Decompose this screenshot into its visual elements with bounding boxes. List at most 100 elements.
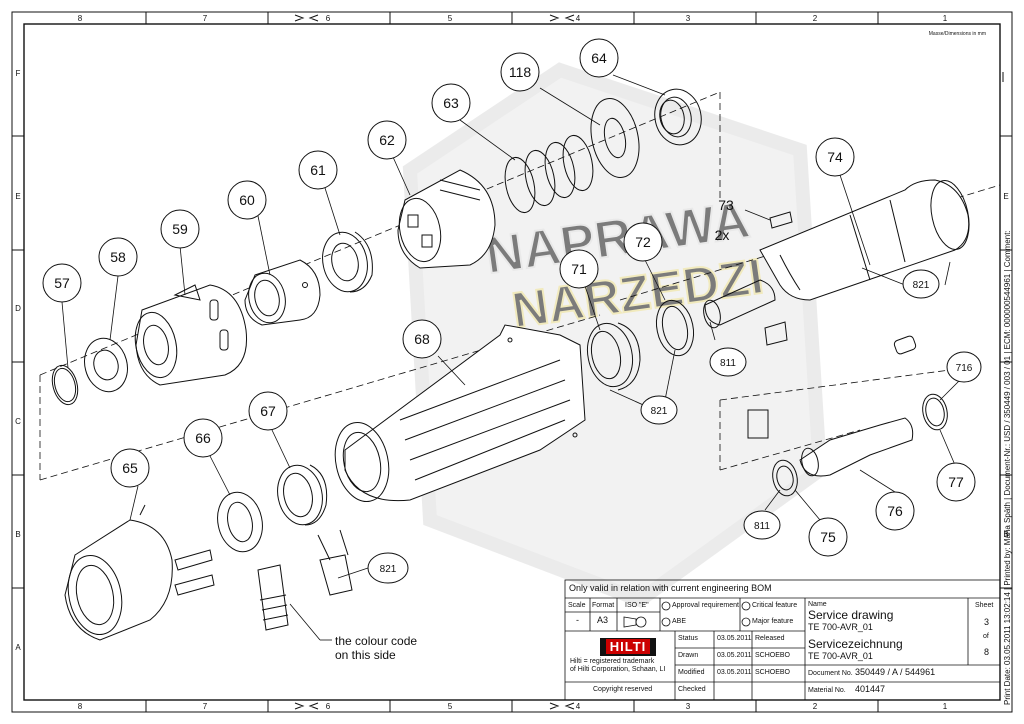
name-en-sub: TE 700-AVR_01 <box>808 622 873 632</box>
balloon-68: 68 <box>414 331 430 347</box>
part-66-washer <box>217 491 263 553</box>
hilti-logo: HILTI <box>600 638 656 656</box>
col-label: 6 <box>326 702 331 711</box>
part-71-bearing <box>586 322 641 391</box>
scale-value: - <box>576 615 579 625</box>
row-label: B <box>15 530 20 539</box>
part-118-washer <box>590 98 640 178</box>
balloon-63: 63 <box>443 95 459 111</box>
part-62-housing-cap <box>397 169 496 269</box>
watermark: NAPRAWA NARZEDZI <box>402 62 828 608</box>
part-64-seal <box>654 88 702 146</box>
balloon-58: 58 <box>110 249 126 265</box>
title-block: Only valid in relation with current engi… <box>565 580 1001 701</box>
modified-label: Modified <box>678 669 705 676</box>
format-label: Format <box>592 602 615 609</box>
col-label: 8 <box>78 14 83 23</box>
balloon-75: 75 <box>820 529 836 545</box>
row-label: E <box>1003 192 1008 201</box>
drawn-date: 03.05.2011 <box>717 652 752 659</box>
part-65-chuck <box>64 504 215 641</box>
col-label: 2 <box>813 14 818 23</box>
label-73: 73 <box>718 197 734 213</box>
name-de: Servicezeichnung <box>808 637 903 651</box>
row-label: E <box>15 192 20 201</box>
balloon-71: 71 <box>571 261 587 277</box>
sheet-total: 8 <box>984 647 990 657</box>
col-label: 1 <box>943 14 948 23</box>
critical-feature: Critical feature <box>752 602 798 609</box>
balloon-59: 59 <box>172 221 188 237</box>
part-63-spring <box>504 134 594 214</box>
part-59-sleeve <box>134 284 248 386</box>
sheet-of-label: of <box>983 633 989 640</box>
document-number: 350449 / A / 544961 <box>855 667 936 677</box>
modified-value: SCHOEBO <box>755 669 791 676</box>
drawn-label: Drawn <box>678 652 699 659</box>
iso-label: ISO "E" <box>625 602 649 609</box>
balloon-716: 716 <box>956 363 973 374</box>
part-811-spindle <box>703 279 776 329</box>
balloon-118: 118 <box>509 64 532 80</box>
balloon-76: 76 <box>887 503 903 519</box>
balloon-811: 811 <box>754 521 770 532</box>
part-73-pins <box>744 209 793 346</box>
material-number: 401447 <box>855 684 886 694</box>
col-label: 3 <box>686 14 691 23</box>
balloon-66: 66 <box>195 430 211 446</box>
part-76-striker <box>799 417 914 477</box>
status-value: Released <box>755 635 785 642</box>
col-label: 8 <box>78 702 83 711</box>
col-label: 7 <box>203 702 208 711</box>
trademark-line1: Hilti = registered trademark <box>570 658 655 665</box>
row-label: D <box>15 304 21 313</box>
balloon-77: 77 <box>948 474 964 490</box>
status-date: 03.05.2011 <box>717 635 752 642</box>
colour-code-note-line2: on this side <box>335 648 396 662</box>
balloon-74: 74 <box>827 149 843 165</box>
print-info-vertical: Print Date: 03.05.2011 13:02:14 | Printe… <box>1003 230 1012 705</box>
row-label: A <box>15 643 21 652</box>
col-label: 7 <box>203 14 208 23</box>
major-feature: Major feature <box>752 618 794 625</box>
colour-code-note-line1: the colour code <box>335 634 417 648</box>
part-67-seal <box>277 464 328 526</box>
col-label: 4 <box>576 14 581 23</box>
sheet-label: Sheet <box>975 602 994 609</box>
part-pin-small <box>747 335 917 439</box>
checked-label: Checked <box>678 686 706 693</box>
balloon-821: 821 <box>651 406 668 417</box>
part-58-washer <box>84 337 128 393</box>
units-note: Masse/Dimensions in mm <box>929 31 986 37</box>
part-57-snap-ring <box>51 364 79 406</box>
part-68-gear-housing <box>334 324 586 502</box>
name-label: Name <box>808 601 827 608</box>
format-value: A3 <box>597 615 609 625</box>
col-label: 4 <box>576 702 581 711</box>
part-72-ring <box>655 299 695 357</box>
title-block-grid <box>564 579 1001 701</box>
row-label: B <box>1003 530 1008 539</box>
name-de-sub: TE 700-AVR_01 <box>808 651 873 661</box>
balloon-811: 811 <box>720 358 736 369</box>
col-label: 5 <box>448 14 453 23</box>
copyright: Copyright reserved <box>593 686 653 693</box>
sheet-number: 3 <box>984 617 990 627</box>
abe-label: ABE <box>672 618 687 625</box>
qty-73-label: 2x <box>715 227 730 243</box>
scale-label: Scale <box>568 602 586 609</box>
material-label: Material No. <box>808 687 846 694</box>
balloon-62: 62 <box>379 132 395 148</box>
balloon-57: 57 <box>54 275 70 291</box>
col-label: 2 <box>813 702 818 711</box>
balloon-61: 61 <box>310 162 326 178</box>
balloon-67: 67 <box>260 403 276 419</box>
balloon-821: 821 <box>380 564 397 575</box>
trademark-line2: of Hilti Corporation, Schaan, LI <box>570 666 666 673</box>
name-en: Service drawing <box>808 608 894 622</box>
balloon-64: 64 <box>591 50 607 66</box>
balloon-72: 72 <box>635 234 651 250</box>
part-61-ring <box>322 231 373 293</box>
part-74-guide-tube <box>759 179 970 301</box>
